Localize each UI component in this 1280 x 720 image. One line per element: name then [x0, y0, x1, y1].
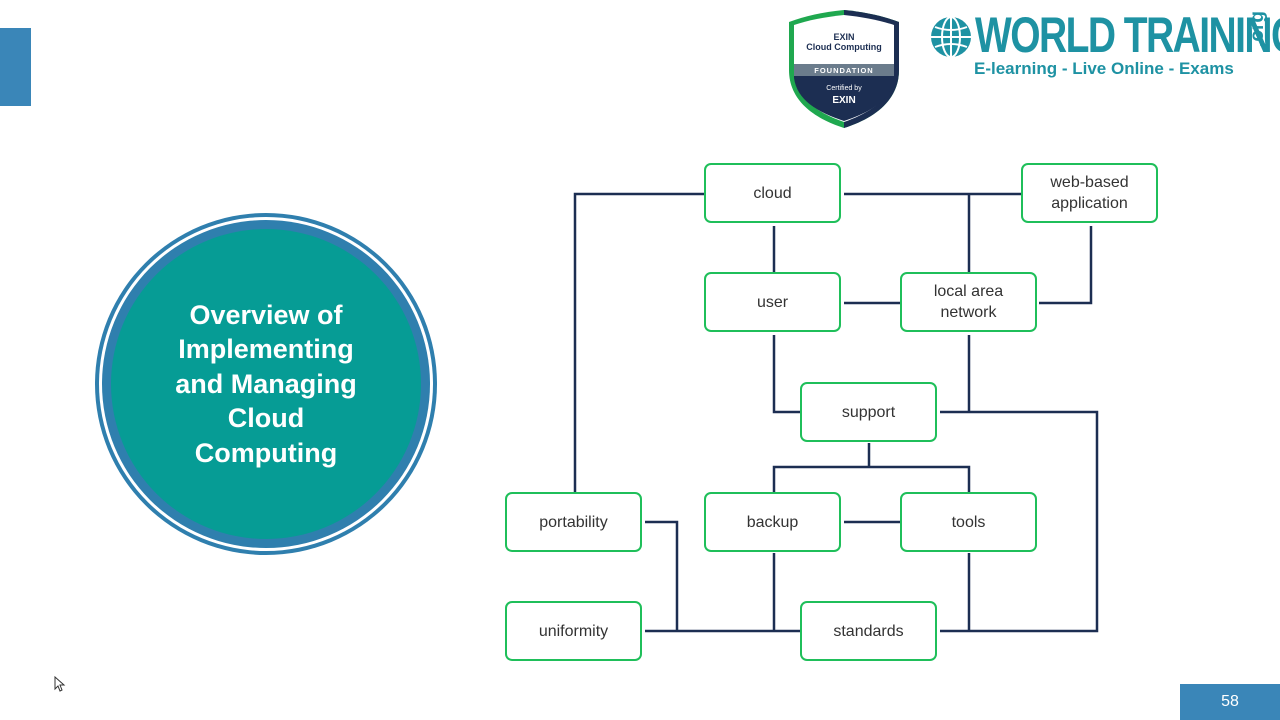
node-cloud: cloud: [704, 163, 841, 223]
title-circle: Overview of Implementing and Managing Cl…: [95, 213, 437, 555]
slide-title: Overview of Implementing and Managing Cl…: [175, 299, 357, 468]
world-training-logo: WORLD TRAINING .org E-learning - Live On…: [930, 8, 1280, 83]
page-number: 58: [1180, 684, 1280, 720]
node-backup: backup: [704, 492, 841, 552]
badge-certified: Certified by: [826, 85, 862, 92]
node-web-based-application: web-based application: [1021, 163, 1158, 223]
node-portability: portability: [505, 492, 642, 552]
node-local-area-network: local area network: [900, 272, 1037, 332]
badge-line1: EXIN: [833, 32, 855, 42]
left-accent-bar: [0, 28, 31, 106]
badge-brand: EXIN: [832, 95, 856, 106]
node-user: user: [704, 272, 841, 332]
badge-line2: Cloud Computing: [806, 42, 882, 52]
logo-tagline: E-learning - Live Online - Exams: [974, 59, 1234, 78]
logo-wordmark: WORLD TRAINING: [975, 7, 1280, 63]
node-uniformity: uniformity: [505, 601, 642, 661]
mouse-cursor-icon: [54, 676, 66, 692]
node-tools: tools: [900, 492, 1037, 552]
globe-icon: [931, 16, 971, 58]
node-standards: standards: [800, 601, 937, 661]
badge-shield-icon: [789, 10, 899, 128]
exin-certification-badge: EXIN Cloud Computing FOUNDATION Certifie…: [783, 8, 905, 130]
node-support: support: [800, 382, 937, 442]
badge-band: FOUNDATION: [814, 66, 874, 75]
